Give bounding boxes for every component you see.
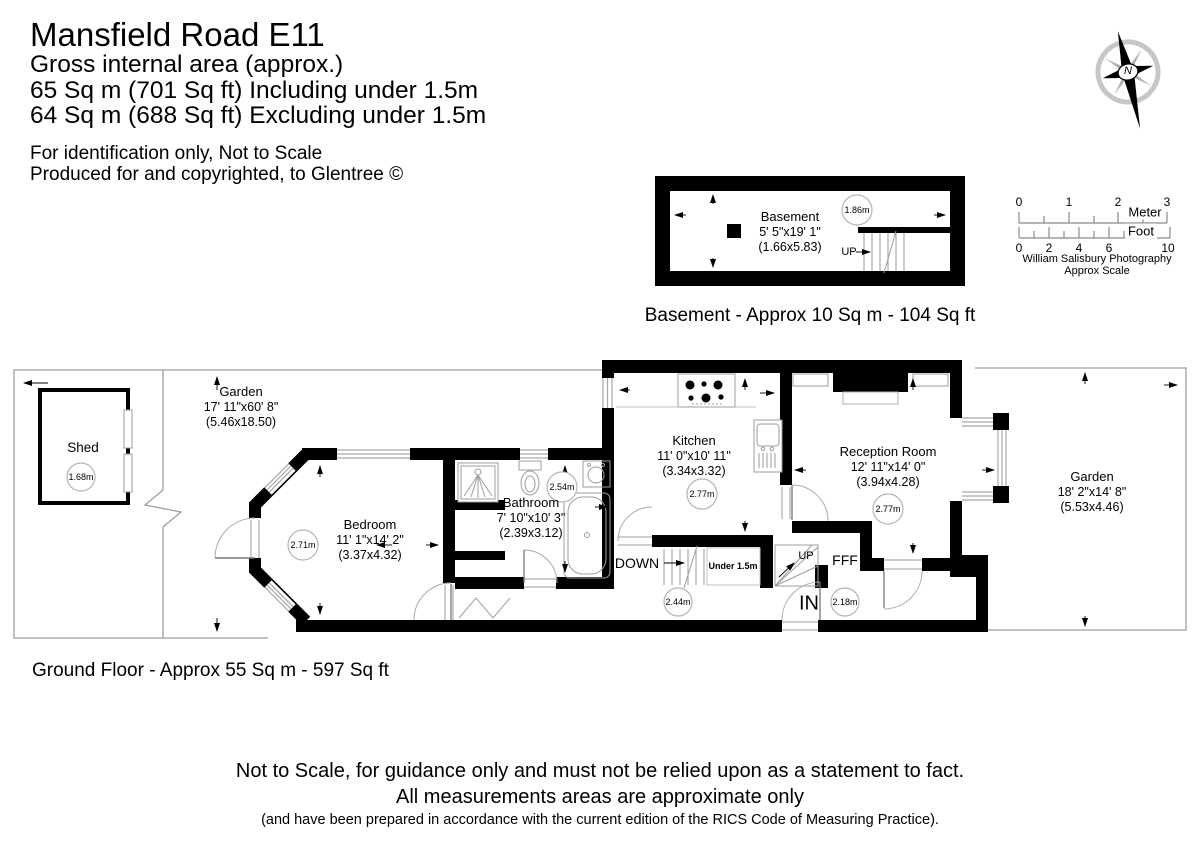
entry-height-label: 2.18m xyxy=(832,597,858,607)
scale-credit-line2: Approx Scale xyxy=(1064,265,1130,277)
foot-unit-label: Foot xyxy=(1124,223,1158,239)
down-label: DOWN xyxy=(614,555,660,571)
title-area-excl: 64 Sq m (688 Sq ft) Excluding under 1.5m xyxy=(30,102,487,129)
copyright-note: Produced for and copyrighted, to Glentre… xyxy=(30,163,404,185)
ground-up-label: UP xyxy=(798,550,814,562)
bedroom-height-label: 2.71m xyxy=(290,540,316,550)
meter-tick-3: 3 xyxy=(1163,195,1171,209)
bathroom-dims-m: (2.39x3.12) xyxy=(499,525,563,540)
windows xyxy=(337,373,1007,501)
fixtures xyxy=(457,373,783,579)
shed-label: Shed xyxy=(67,439,99,455)
fff-label: FFF xyxy=(832,552,858,568)
bathroom-dims-ft: 7' 10"x10' 3" xyxy=(496,510,566,525)
reception-dims-m: (3.94x4.28) xyxy=(856,474,920,489)
compass-icon xyxy=(1095,31,1161,129)
bay-window-bedroom xyxy=(214,449,311,626)
ground-floor-plan xyxy=(13,360,1187,639)
garden-right-name: Garden xyxy=(1070,469,1114,485)
title-subline: Gross internal area (approx.) xyxy=(30,51,344,78)
title-block: Mansfield Road E11 Gross internal area (… xyxy=(30,18,486,186)
bathroom-label: Bathroom 7' 10"x10' 3" (2.39x3.12) xyxy=(497,495,566,541)
scale-credit-line1: William Salisbury Photography xyxy=(1022,253,1172,265)
meter-tick-2: 2 xyxy=(1114,195,1122,209)
garden-right-label: Garden 18' 2"x14' 8" (5.53x4.46) xyxy=(1058,469,1127,515)
foot-tick-10: 10 xyxy=(1161,241,1175,255)
basement-name: Basement xyxy=(760,209,820,225)
reception-height-label: 2.77m xyxy=(875,504,901,514)
basement-dims-m: (1.66x5.83) xyxy=(758,239,822,254)
compass-north-label: N xyxy=(1124,65,1132,77)
basement-caption: Basement - Approx 10 Sq m - 104 Sq ft xyxy=(644,305,976,326)
basement-plan xyxy=(655,176,965,286)
footer-disclaimer-3: (and have been prepared in accordance wi… xyxy=(261,812,939,828)
kitchen-name: Kitchen xyxy=(672,433,716,449)
garden-left-dims-ft: 17' 11"x60' 8" xyxy=(203,399,279,414)
kitchen-sink-icon xyxy=(753,419,783,473)
hall-height-label: 2.44m xyxy=(665,597,691,607)
ground-floor-caption: Ground Floor - Approx 55 Sq m - 597 Sq f… xyxy=(32,660,389,681)
bedroom-name: Bedroom xyxy=(343,517,397,533)
bathtub-icon xyxy=(563,492,611,579)
reception-name: Reception Room xyxy=(839,444,937,460)
page-title: Mansfield Road E11 xyxy=(30,16,325,53)
title-area-incl: 65 Sq m (701 Sq ft) Including under 1.5m xyxy=(30,76,479,104)
basement-room-label: Basement 5' 5"x19' 1" (1.66x5.83) xyxy=(758,209,821,255)
stairs-down xyxy=(663,545,761,589)
meter-unit-label: Meter xyxy=(1125,204,1165,220)
entrance-in-label: IN xyxy=(799,592,819,615)
foot-tick-0: 0 xyxy=(1015,241,1023,255)
basement-dims-ft: 5' 5"x19' 1" xyxy=(759,224,821,239)
foot-tick-6: 6 xyxy=(1105,241,1113,255)
meter-tick-1: 1 xyxy=(1065,195,1073,209)
reception-label: Reception Room 12' 11"x14' 0" (3.94x4.28… xyxy=(840,444,937,490)
shower-icon xyxy=(457,462,499,503)
doors xyxy=(413,484,923,631)
bedroom-dims-ft: 11' 1"x14' 2" xyxy=(336,532,404,547)
under-height-label: Under 1.5m xyxy=(708,561,758,571)
foot-tick-2: 2 xyxy=(1045,241,1053,255)
garden-left-label: Garden 17' 11"x60' 8" (5.46x18.50) xyxy=(204,384,279,430)
basement-up-label: UP xyxy=(841,246,857,258)
garden-left-name: Garden xyxy=(219,384,263,400)
kitchen-dims-m: (3.34x3.32) xyxy=(662,463,726,478)
meter-tick-0: 0 xyxy=(1015,195,1023,209)
garden-left-dims-m: (5.46x18.50) xyxy=(205,414,277,429)
footer-disclaimer-2: All measurements areas are approximate o… xyxy=(396,786,804,808)
hob-icon xyxy=(677,373,736,408)
footer-disclaimer-1: Not to Scale, for guidance only and must… xyxy=(235,760,965,782)
sink-icon xyxy=(582,460,611,488)
dimension-arrows xyxy=(23,372,1178,632)
bathroom-height-label: 2.54m xyxy=(549,482,575,492)
garden-right-dims-ft: 18' 2"x14' 8" xyxy=(1057,484,1127,499)
kitchen-label: Kitchen 11' 0"x10' 11" (3.34x3.32) xyxy=(657,433,731,479)
walls xyxy=(296,360,1009,632)
kitchen-height-label: 2.77m xyxy=(689,489,715,499)
foot-tick-4: 4 xyxy=(1075,241,1083,255)
bedroom-label: Bedroom 11' 1"x14' 2" (3.37x4.32) xyxy=(336,517,404,563)
bedroom-dims-m: (3.37x4.32) xyxy=(338,547,402,562)
identification-note: For identification only, Not to Scale xyxy=(30,142,323,164)
kitchen-dims-ft: 11' 0"x10' 11" xyxy=(657,448,731,463)
garden-right-dims-m: (5.53x4.46) xyxy=(1060,499,1124,514)
reception-dims-ft: 12' 11"x14' 0" xyxy=(850,459,926,474)
bathroom-name: Bathroom xyxy=(502,495,560,511)
basement-height-label: 1.86m xyxy=(844,205,870,215)
toilet-icon xyxy=(518,460,542,496)
shed-outline xyxy=(38,388,133,505)
height-circles xyxy=(66,462,904,617)
shed-height-label: 1.68m xyxy=(68,472,94,482)
